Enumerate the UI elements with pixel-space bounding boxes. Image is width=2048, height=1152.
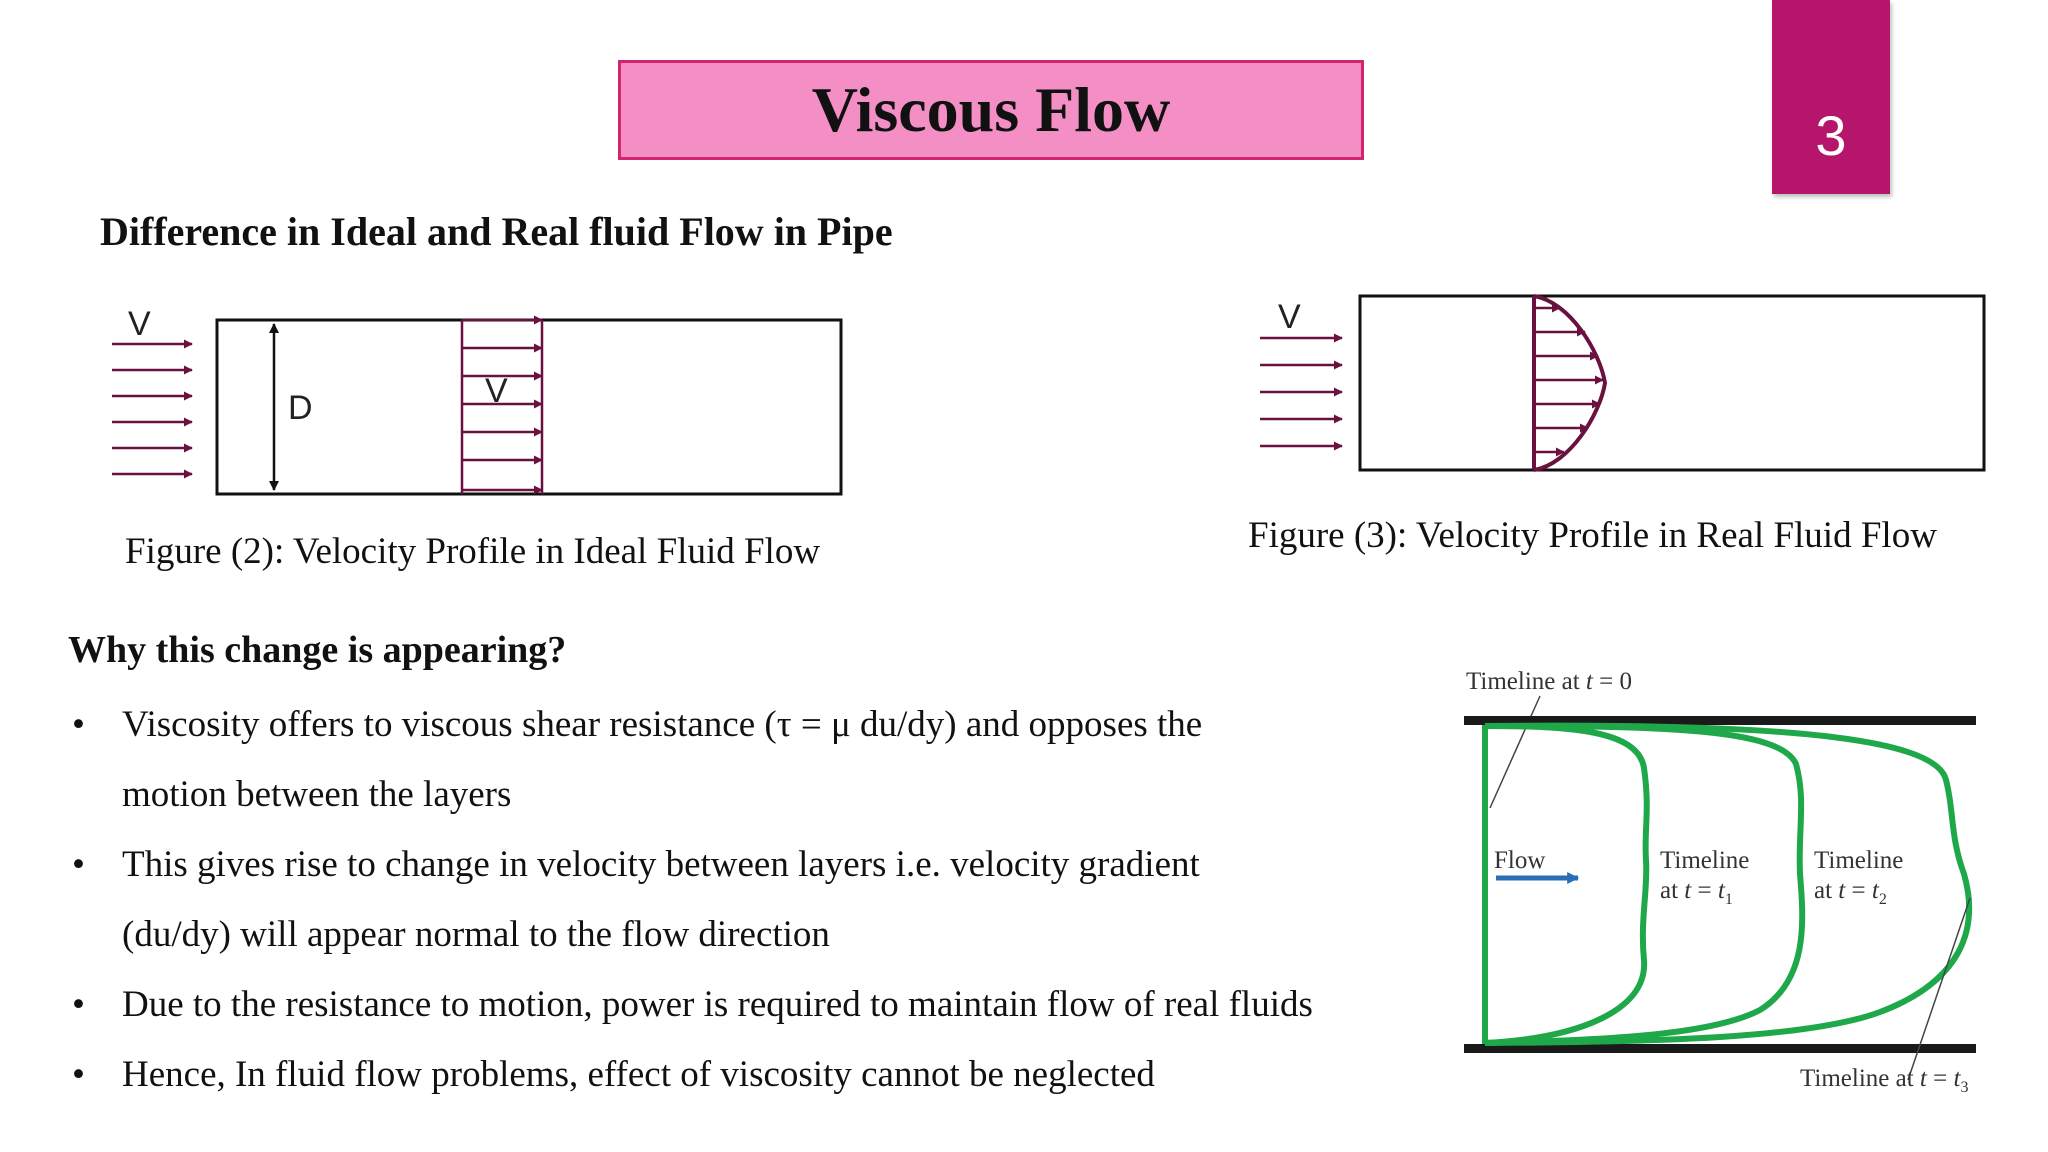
parabolic-velocity-profile (1532, 294, 1608, 472)
pipe-outline (1358, 294, 1986, 472)
ideal-flow-diagram: V D V (112, 305, 843, 496)
diameter-label: D (288, 389, 313, 427)
timeline-diagram: Timeline at t = 0 Flow Timeline at t = t… (1464, 668, 1976, 1096)
bullet-dot: • (72, 704, 85, 745)
timeline-t1-label: Timeline (1660, 847, 1749, 874)
slide-number: 3 (1815, 104, 1847, 167)
timeline-t0-label: Timeline at t = 0 (1466, 668, 1632, 695)
inlet-velocity-label: V (128, 305, 151, 343)
bullet-text: This gives rise to change in velocity be… (122, 844, 1200, 885)
bullet-text: Hence, In fluid flow problems, effect of… (122, 1054, 1155, 1095)
list-item: • This gives rise to change in velocity … (68, 830, 1398, 970)
timeline-t1-value: at t = t1 (1660, 877, 1733, 908)
slide-title: Viscous Flow (811, 74, 1171, 145)
title-box: Viscous Flow (618, 60, 1364, 160)
bullet-dot: • (72, 844, 85, 885)
bullet-dot: • (72, 984, 85, 1025)
timeline-t2-value: at t = t2 (1814, 877, 1887, 908)
flow-label: Flow (1494, 847, 1545, 874)
slide-number-tab: 3 (1772, 0, 1890, 194)
list-item: • Hence, In fluid flow problems, effect … (68, 1040, 1398, 1110)
why-heading: Why this change is appearing? (68, 629, 567, 671)
bullet-text-continued: (du/dy) will appear normal to the flow d… (122, 914, 830, 955)
bullet-text-continued: motion between the layers (122, 774, 512, 815)
list-item: • Viscosity offers to viscous shear resi… (68, 690, 1398, 830)
pipe-bottom-wall (1464, 1044, 1976, 1053)
inlet-arrows (112, 339, 193, 479)
bullet-dot: • (72, 1054, 85, 1095)
bullet-text: Viscosity offers to viscous shear resist… (122, 704, 1203, 745)
timeline-curves (1482, 722, 1973, 1046)
figure-3-caption: Figure (3): Velocity Profile in Real Flu… (1248, 515, 1937, 556)
bullet-list: • Viscosity offers to viscous shear resi… (68, 690, 1398, 1110)
inlet-velocity-label: V (1278, 298, 1301, 336)
t3-leader-line (1907, 897, 1971, 1081)
pipe-top-wall (1464, 716, 1976, 725)
timeline-t2-label: Timeline (1814, 847, 1903, 874)
bullet-text: Due to the resistance to motion, power i… (122, 984, 1313, 1025)
timeline-t3-label: Timeline at t = t3 (1800, 1065, 1968, 1096)
t0-leader-line (1489, 695, 1541, 809)
inlet-arrows (1260, 333, 1343, 451)
section-subtitle: Difference in Ideal and Real fluid Flow … (100, 209, 893, 254)
figure-2-caption: Figure (2): Velocity Profile in Ideal Fl… (125, 531, 821, 572)
real-flow-diagram: V (1260, 294, 1986, 472)
profile-velocity-label: V (485, 372, 508, 410)
list-item: • Due to the resistance to motion, power… (68, 970, 1398, 1040)
uniform-velocity-profile (460, 315, 544, 495)
